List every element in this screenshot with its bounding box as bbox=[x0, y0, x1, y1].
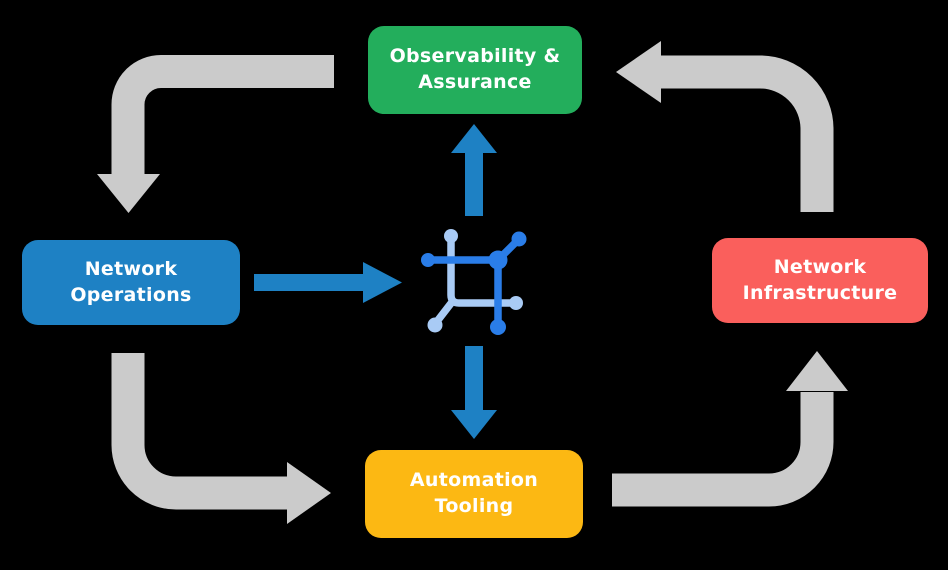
node-observability-assurance: Observability & Assurance bbox=[368, 26, 582, 114]
arrow-infrastructure-to-observability bbox=[616, 41, 834, 212]
node-network-infrastructure: Network Infrastructure bbox=[712, 238, 928, 323]
arrow-automation-to-infrastructure bbox=[612, 351, 848, 507]
node-observability-label: Observability & Assurance bbox=[389, 45, 561, 93]
arrow-operations-to-center bbox=[254, 262, 402, 303]
node-operations-label: Network Operations bbox=[70, 257, 192, 306]
node-infrastructure-label: Network Infrastructure bbox=[742, 255, 898, 304]
node-automation-tooling: Automation Tooling bbox=[365, 450, 583, 538]
arrow-observability-to-operations bbox=[97, 55, 334, 213]
arrow-operations-to-automation bbox=[111, 353, 331, 524]
network-mesh-icon bbox=[421, 229, 527, 335]
node-network-operations: Network Operations bbox=[22, 240, 240, 325]
arrow-center-to-automation bbox=[451, 346, 497, 439]
arrow-center-to-observability bbox=[451, 124, 497, 216]
node-automation-label: Automation Tooling bbox=[409, 469, 539, 517]
